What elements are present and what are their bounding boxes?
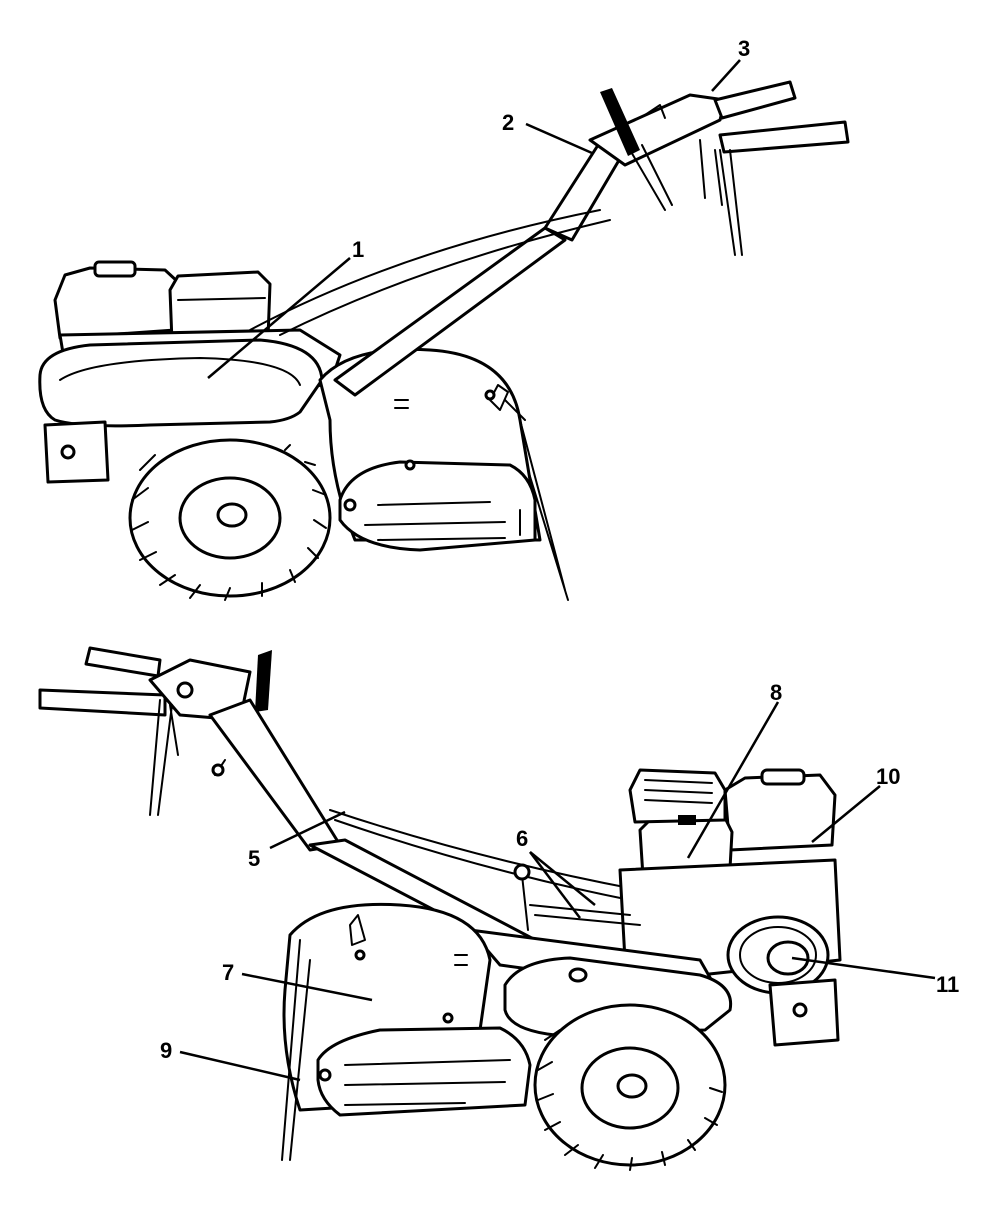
callout-10: 10 — [876, 764, 900, 789]
leader-6b — [529, 851, 596, 906]
callout-leaders — [179, 59, 936, 1082]
leader-7 — [241, 972, 373, 1002]
leader-10 — [811, 785, 881, 843]
tiller-view-bottom — [38, 646, 842, 1171]
callout-8: 8 — [770, 680, 782, 705]
callout-2: 2 — [502, 110, 514, 135]
leader-3 — [711, 59, 741, 92]
leader-11 — [791, 956, 936, 980]
callout-6: 6 — [516, 826, 528, 851]
callout-5: 5 — [248, 846, 260, 871]
tiller-view-top — [38, 80, 850, 601]
leader-6a — [529, 851, 581, 919]
leader-9 — [179, 1050, 301, 1082]
leader-2 — [525, 122, 593, 155]
callout-1: 1 — [352, 237, 364, 262]
callout-labels: 1 2 3 5 6 7 8 9 10 11 — [160, 36, 959, 1063]
leader-8 — [686, 701, 780, 859]
callout-11: 11 — [936, 972, 959, 997]
callout-7: 7 — [222, 960, 234, 985]
leader-1 — [207, 257, 351, 379]
leader-5 — [269, 810, 346, 850]
callout-9: 9 — [160, 1038, 172, 1063]
callout-3: 3 — [738, 36, 750, 61]
